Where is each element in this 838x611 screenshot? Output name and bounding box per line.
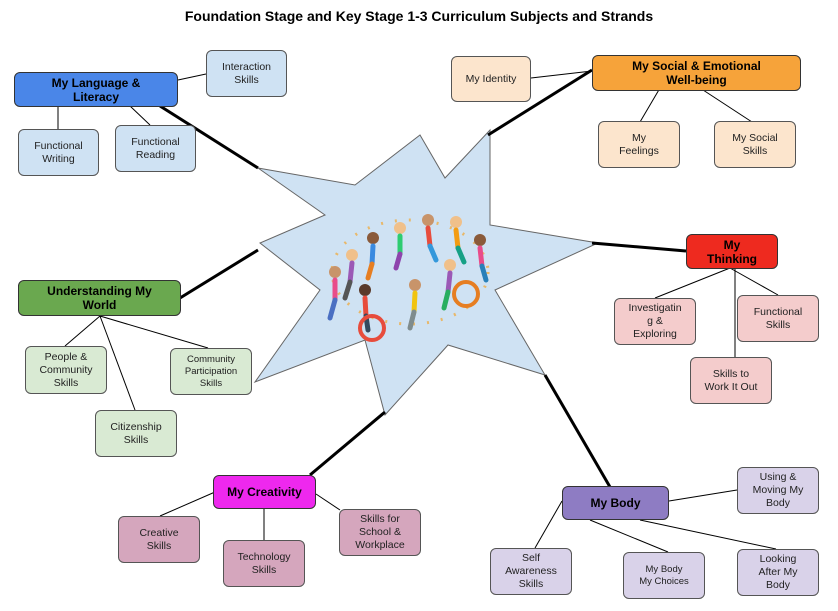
child-figure-5 bbox=[422, 214, 439, 263]
strand-functional-writing: Functional Writing bbox=[18, 129, 99, 176]
wheelchair-wheel-icon-2 bbox=[452, 280, 480, 308]
subject-my-thinking: My Thinking bbox=[686, 234, 778, 269]
subject-social-emotional: My Social & Emotional Well-being bbox=[592, 55, 801, 91]
strand-connectors bbox=[57, 70, 779, 553]
subject-my-body: My Body bbox=[562, 486, 669, 520]
strand-citizenship-skills: Citizenship Skills bbox=[95, 410, 177, 457]
child-figure-2 bbox=[342, 249, 358, 301]
child-figure-6 bbox=[450, 216, 467, 265]
strand-skills-for-school-workplace: Skills for School & Workplace bbox=[339, 509, 421, 556]
child-figure-4 bbox=[393, 222, 406, 271]
strand-my-identity: My Identity bbox=[451, 56, 531, 102]
subject-language-literacy: My Language & Literacy bbox=[14, 72, 178, 107]
strand-using-moving-my-body: Using & Moving My Body bbox=[737, 467, 819, 514]
subject-understanding-my-world: Understanding My World bbox=[18, 280, 181, 316]
subject-my-creativity: My Creativity bbox=[213, 475, 316, 509]
strand-interaction-skills: Interaction Skills bbox=[206, 50, 287, 97]
strand-looking-after-my-body: Looking After My Body bbox=[737, 549, 819, 596]
strand-my-social-skills: My Social Skills bbox=[714, 121, 796, 168]
wheelchair-wheel-icon bbox=[358, 314, 386, 342]
strand-investigating-exploring: Investigatin g & Exploring bbox=[614, 298, 696, 345]
center-star-shape bbox=[253, 128, 600, 417]
strand-creative-skills: Creative Skills bbox=[118, 516, 200, 563]
main-connectors bbox=[159, 68, 687, 488]
strand-functional-reading: Functional Reading bbox=[115, 125, 196, 172]
children-circle-icon bbox=[327, 214, 490, 342]
strand-people-community-skills: People & Community Skills bbox=[25, 346, 107, 394]
child-figure-8 bbox=[441, 259, 456, 311]
diagram-title: Foundation Stage and Key Stage 1-3 Curri… bbox=[184, 8, 654, 24]
child-figure-7 bbox=[474, 234, 489, 283]
strand-self-awareness-skills: Self Awareness Skills bbox=[490, 548, 572, 595]
strand-my-body-my-choices: My Body My Choices bbox=[623, 552, 705, 599]
child-figure-9 bbox=[407, 279, 421, 331]
strand-technology-skills: Technology Skills bbox=[223, 540, 305, 587]
strand-skills-to-work-it-out: Skills to Work It Out bbox=[690, 357, 772, 404]
strand-community-participation: Community Participation Skills bbox=[170, 348, 252, 395]
strand-functional-skills: Functional Skills bbox=[737, 295, 819, 342]
child-figure-1 bbox=[327, 266, 341, 321]
strand-my-feelings: My Feelings bbox=[598, 121, 680, 168]
child-figure-3 bbox=[365, 232, 379, 281]
